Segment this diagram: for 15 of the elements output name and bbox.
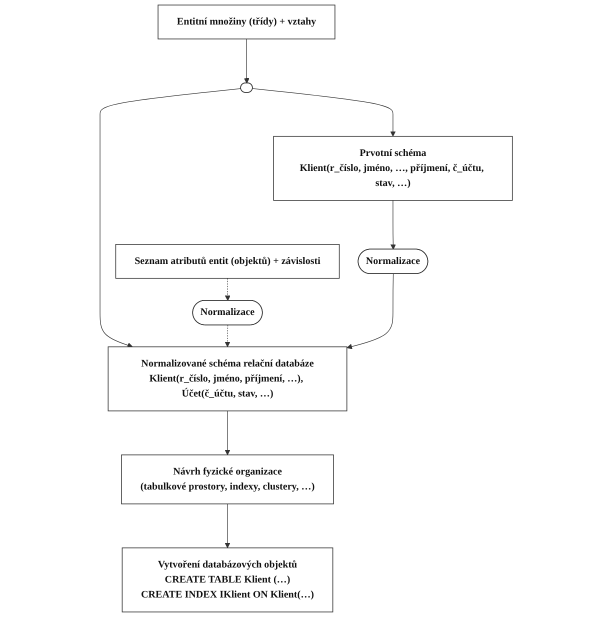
arrow xyxy=(225,324,231,348)
node-box: Prvotní schéma Klient(r_číslo, jméno, …, příjmení, č_účtu, stav, …) xyxy=(274,136,514,201)
node-box: Návrh fyzické organizace (tabulkové prostory, indexy, clustery, …) xyxy=(121,454,334,504)
arrow xyxy=(225,410,231,456)
arrow xyxy=(252,88,396,137)
arrow xyxy=(225,278,231,301)
node-box: Entitní množiny (třídy) + vztahy xyxy=(158,4,336,40)
arrow xyxy=(100,88,242,348)
arrow xyxy=(225,504,231,548)
arrow xyxy=(244,38,250,84)
node-box: Seznam atributů entit (objektů) + závislosti xyxy=(116,244,340,279)
node-box: Normalizované schéma relační databáze Klient(r_číslo, jméno, příjmení, …), Účet(č_účtu, stav, …) xyxy=(108,346,348,412)
arrow xyxy=(390,200,396,250)
arrow xyxy=(346,274,394,350)
node-box: Vytvoření databázových objektů CREATE TABLE Klient (…) CREATE INDEX IKlient ON Klient(…) xyxy=(122,548,334,612)
